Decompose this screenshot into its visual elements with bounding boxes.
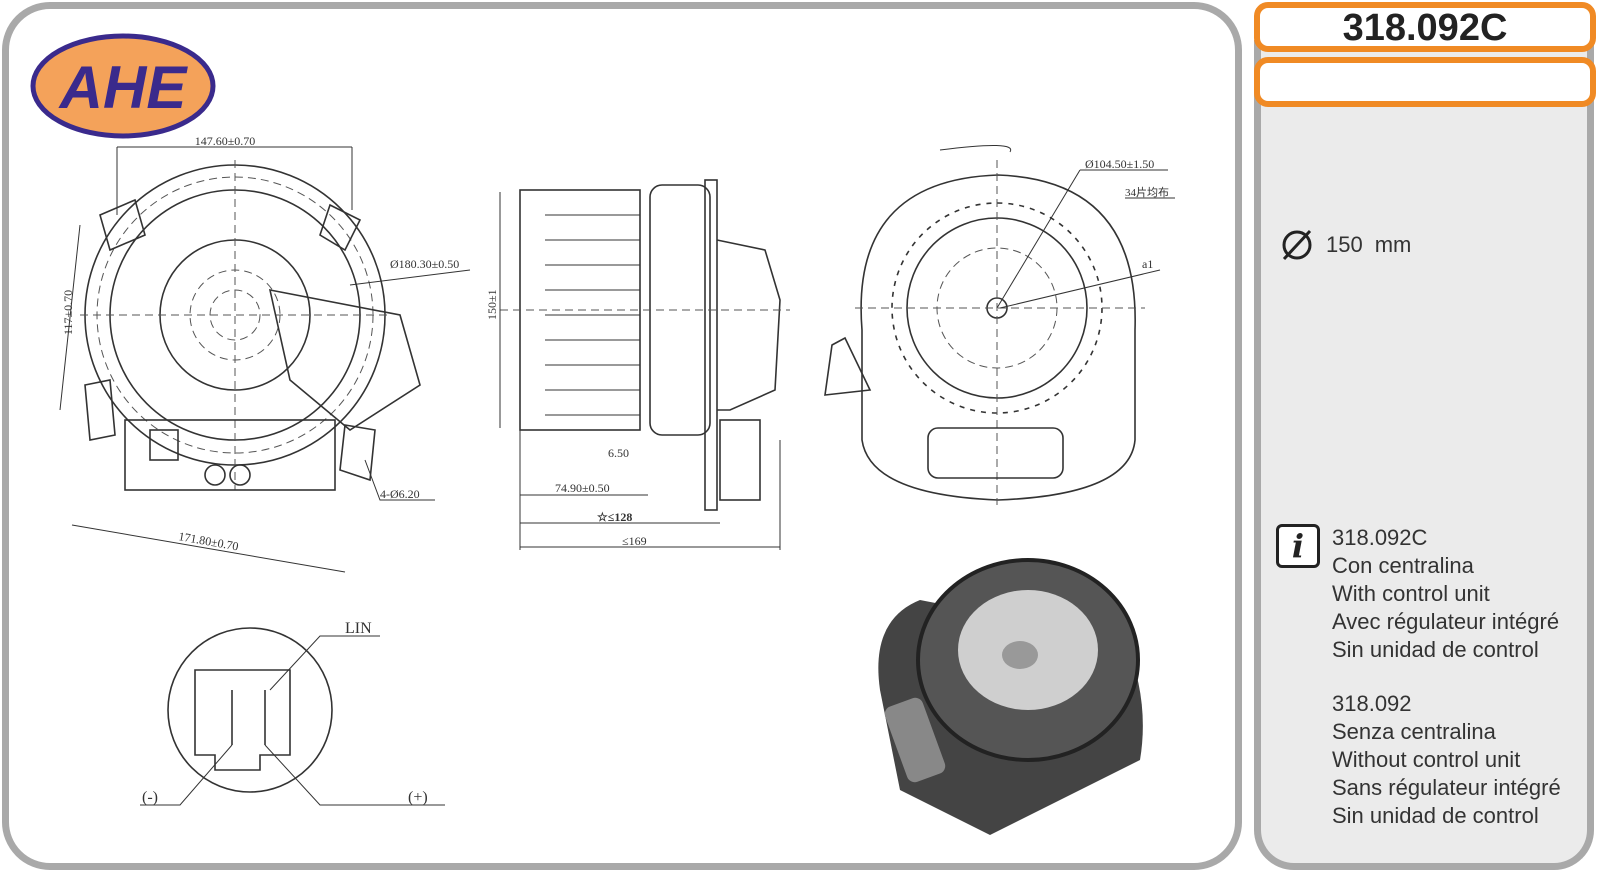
svg-text:(-): (-) (142, 789, 158, 806)
variant1-line: With control unit (1332, 581, 1490, 606)
variant2-line: Senza centralina (1332, 719, 1496, 744)
technical-drawing: AHE 147.60±0.70 117±0.70 Ø180.30±0.50 4-… (30, 33, 1175, 835)
svg-text:150±1: 150±1 (485, 289, 499, 320)
svg-text:6.50: 6.50 (608, 446, 629, 460)
variant-info: i 318.092C Con centralina With control u… (1276, 524, 1561, 830)
diameter-value: 150 (1326, 232, 1363, 257)
info-icon: i (1276, 524, 1320, 568)
svg-text:34片均布: 34片均布 (1125, 186, 1169, 199)
svg-text:117±0.70: 117±0.70 (61, 290, 75, 335)
svg-text:a1: a1 (1142, 257, 1153, 271)
diameter-unit: mm (1374, 232, 1412, 257)
svg-text:(+): (+) (408, 789, 428, 806)
svg-text:171.80±0.70: 171.80±0.70 (177, 529, 239, 553)
svg-text:≤169: ≤169 (622, 534, 647, 548)
secondary-code-box (1254, 57, 1596, 107)
rear-view: Ø104.50±1.50 34片均布 a1 (824, 145, 1175, 505)
info-panel (1254, 40, 1594, 870)
ahe-logo: AHE (30, 33, 216, 139)
product-photo (878, 558, 1143, 835)
svg-text:☆≤128: ☆≤128 (597, 510, 632, 524)
connector-detail: LIN (-) (+) (140, 620, 445, 806)
svg-text:147.60±0.70: 147.60±0.70 (195, 134, 256, 148)
svg-text:74.90±0.50: 74.90±0.50 (555, 481, 610, 495)
variant1-code: 318.092C (1332, 525, 1428, 550)
variant2-line: Sin unidad de control (1332, 803, 1539, 828)
svg-text:Ø180.30±0.50: Ø180.30±0.50 (390, 257, 459, 271)
variant2-code: 318.092 (1332, 691, 1412, 716)
svg-text:Ø104.50±1.50: Ø104.50±1.50 (1085, 157, 1154, 171)
diameter-icon (1282, 229, 1312, 261)
part-code: 318.092C (1254, 2, 1596, 52)
variant1-line: Sin unidad de control (1332, 637, 1539, 662)
front-view: 147.60±0.70 117±0.70 Ø180.30±0.50 4-Ø6.2… (59, 134, 471, 573)
diameter-spec: 150 mm (1280, 228, 1411, 262)
variant1-line: Avec régulateur intégré (1332, 609, 1560, 634)
variant2-line: Sans régulateur intégré (1332, 775, 1561, 800)
variant2-line: Without control unit (1332, 747, 1521, 772)
side-view: 150±1 6.50 74.90±0.50 ☆≤128 ≤169 (485, 179, 790, 550)
variant1-line: Con centralina (1332, 553, 1474, 578)
svg-text:AHE: AHE (58, 54, 189, 121)
svg-text:LIN: LIN (345, 620, 372, 637)
svg-text:4-Ø6.20: 4-Ø6.20 (380, 487, 420, 501)
